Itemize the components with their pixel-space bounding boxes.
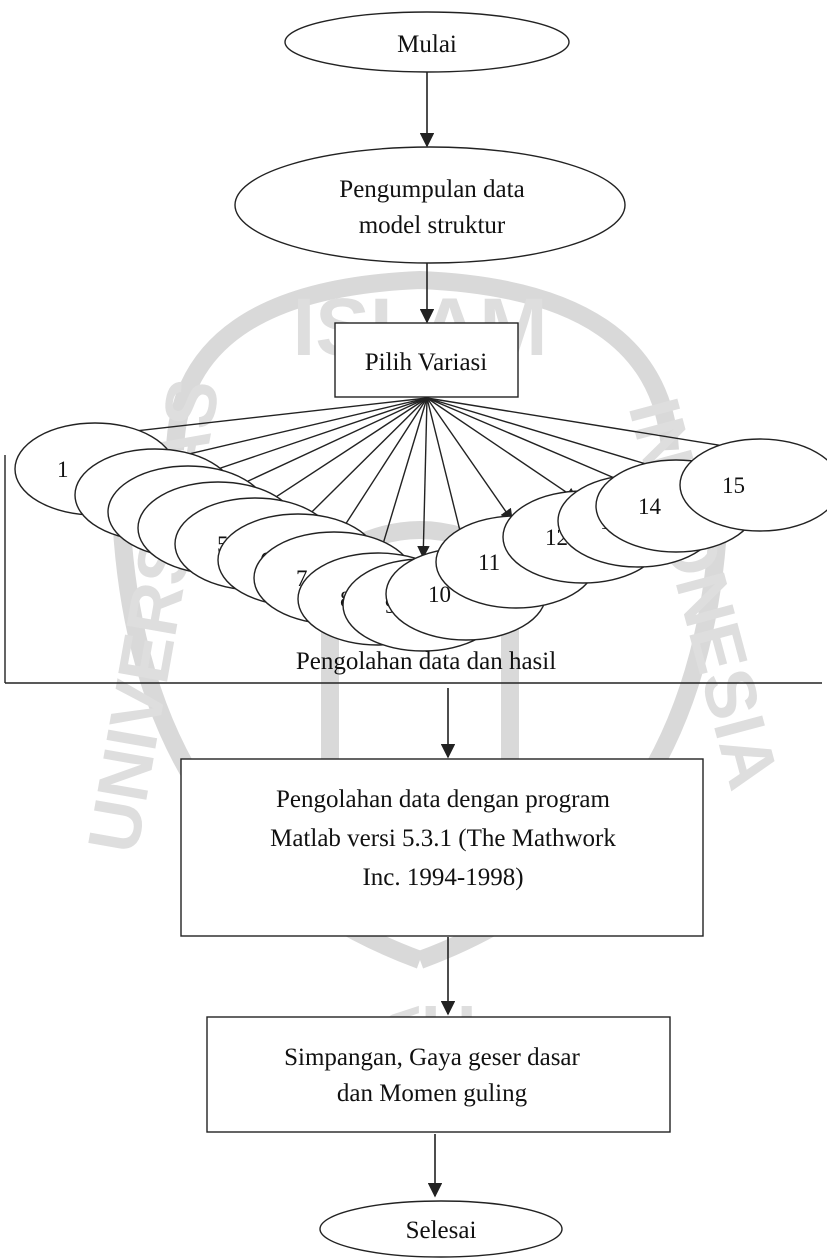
variation-label-11: 11	[478, 550, 500, 575]
fan-arrow-11	[426, 397, 513, 522]
variation-ellipse-15	[679, 438, 827, 532]
collect-label-line1: Pengumpulan data	[339, 176, 524, 203]
collect-label-line2: model struktur	[359, 212, 506, 239]
process-label-line2: Matlab versi 5.3.1 (The Mathwork	[270, 825, 616, 852]
variation-label-15: 15	[722, 473, 745, 498]
start-node: Mulai	[284, 11, 570, 73]
fan-arrow-12	[426, 397, 579, 501]
process-label-line3: Inc. 1994-1998)	[362, 864, 523, 891]
output-node: Simpangan, Gaya geser dasar dan Momen gu…	[206, 1016, 671, 1133]
fan-arrow-7	[336, 397, 428, 538]
fan-arrow-15	[426, 397, 754, 455]
fan-arrow-1	[101, 397, 428, 440]
fan-arrow-2	[161, 397, 428, 464]
group-label: Pengolahan data dan hasil	[296, 648, 556, 675]
choose-label: Pilih Variasi	[365, 349, 488, 376]
fan-arrow-8	[377, 397, 428, 556]
output-label-line2: dan Momen guling	[337, 1080, 528, 1107]
fan-arrows	[101, 397, 754, 559]
end-node: Selesai	[319, 1200, 563, 1258]
variation-label-10: 10	[428, 582, 451, 607]
fan-arrow-6	[302, 397, 428, 522]
choose-variation-node: Pilih Variasi	[334, 322, 519, 398]
collect-data-node: Pengumpulan data model struktur	[234, 146, 626, 264]
variation-label-14: 14	[638, 494, 662, 519]
fan-arrow-5	[260, 397, 428, 508]
fan-arrow-10	[426, 397, 468, 550]
fan-arrow-9	[417, 397, 430, 559]
output-label-line1: Simpangan, Gaya geser dasar	[284, 1044, 580, 1071]
variation-label-7: 7	[296, 566, 308, 591]
fan-arrow-13	[426, 397, 633, 487]
start-label: Mulai	[397, 31, 457, 58]
process-node: Pengolahan data dengan program Matlab ve…	[180, 758, 704, 937]
process-label-line1: Pengolahan data dengan program	[276, 786, 610, 813]
end-label: Selesai	[406, 1217, 477, 1244]
variation-15: 15	[679, 438, 827, 532]
fan-arrow-14	[426, 397, 670, 474]
fan-arrow-4	[223, 397, 428, 493]
fan-arrow-3	[194, 397, 428, 479]
variation-ellipses: 123456789101112131415	[14, 422, 827, 652]
variation-label-1: 1	[57, 457, 69, 482]
